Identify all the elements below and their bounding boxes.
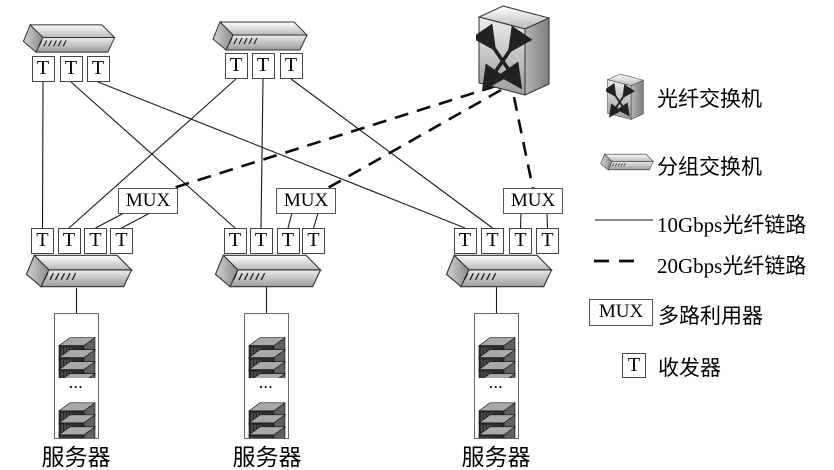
ellipsis: ... [489, 376, 504, 392]
packet-switch-bottom-3 [443, 252, 555, 290]
edge-ts1.t2-bg2.t1-10g [70, 81, 236, 229]
edge-os.a-mux1.in-20g [169, 84, 497, 191]
ellipsis: ... [259, 376, 274, 392]
transceiver-bg2-3: T [276, 228, 300, 254]
server-label-2: 服务器 [232, 445, 302, 470]
optical-switch [476, 4, 554, 98]
transceiver-bg1-3: T [84, 228, 107, 254]
server-stack [248, 337, 285, 379]
transceiver-ts1-2: T [59, 56, 83, 82]
mux-2: MUX [276, 188, 336, 214]
transceiver-bg1-4: T [110, 228, 133, 254]
edge-ts2.t2-bg2.t2-10g [260, 78, 264, 229]
dashed-line-sample [594, 259, 640, 263]
packet-switch-top-2 [210, 19, 310, 53]
legend-20g-label: 20Gbps光纤链路 [657, 254, 807, 278]
edge-mux2.o1-bg2.t3-10g [287, 212, 293, 229]
transceiver-bg2-2: T [249, 228, 273, 254]
edge-mux3.o2-bg3.t4-10g [546, 212, 549, 229]
transceiver-ts2-1: T [224, 53, 248, 79]
legend-optical-switch-label: 光纤交换机 [657, 87, 762, 111]
transceiver-bg3-3: T [509, 228, 532, 254]
edge-mux1.o2-bg1.t4-10g [121, 212, 151, 229]
edge-ts1.t3-bg3.t1-10g [97, 81, 466, 229]
edge-mux2.o2-bg2.t4-10g [312, 212, 319, 229]
optical-switch-icon [606, 73, 646, 121]
legend-packet-switch-label: 分组交换机 [657, 155, 762, 179]
server-label-1: 服务器 [41, 445, 111, 470]
transceiver-bg3-4: T [536, 228, 559, 254]
transceiver-bg1-1: T [31, 228, 54, 254]
transceiver-bg3-1: T [453, 228, 477, 254]
packet-switch-bottom-1 [23, 252, 135, 290]
server-stack [58, 337, 95, 379]
edge-mux3.o1-bg3.t3-10g [519, 212, 522, 229]
legend-transceiver-label: 收发器 [658, 356, 721, 380]
mux-legend-box: MUX [589, 299, 653, 326]
packet-switch-icon [599, 152, 655, 172]
edge-ts2.t3-bg3.t2-10g [290, 78, 493, 229]
edge-ts1.t1-bg1.t1-10g [41, 81, 44, 229]
transceiver-bg2-4: T [302, 228, 325, 254]
server-rack-3: ... [474, 313, 519, 439]
server-rack-2: ... [244, 313, 289, 439]
transceiver-legend-box: T [622, 353, 646, 378]
transceiver-bg1-2: T [57, 228, 81, 254]
edge-os.b-mux2.in-20g [325, 88, 502, 191]
packet-switch-top-1 [20, 22, 118, 55]
transceiver-ts1-1: T [31, 56, 55, 82]
transceiver-bg3-2: T [481, 228, 504, 254]
server-stack [248, 402, 285, 438]
packet-switch-bottom-2 [212, 252, 324, 290]
transceiver-ts2-3: T [279, 53, 303, 79]
legend-mux-label: 多路利用器 [658, 304, 763, 328]
edge-os.c-mux3.in-20g [512, 96, 535, 190]
legend-10g-label: 10Gbps光纤链路 [657, 213, 807, 237]
edge-ts2.t1-bg1.t2-10g [68, 78, 237, 229]
server-rack-1: ... [54, 313, 99, 439]
transceiver-ts2-2: T [251, 53, 275, 79]
transceiver-ts1-3: T [86, 56, 110, 82]
server-label-3: 服务器 [461, 445, 531, 470]
mux-1: MUX [118, 188, 178, 214]
server-stack [478, 337, 515, 379]
solid-line-sample [595, 219, 653, 221]
edge-mux1.o1-bg1.t3-10g [95, 212, 125, 229]
server-stack [478, 402, 515, 438]
mux-3: MUX [503, 188, 563, 214]
transceiver-bg2-1: T [223, 228, 247, 254]
ellipsis: ... [69, 376, 84, 392]
server-stack [58, 402, 95, 438]
